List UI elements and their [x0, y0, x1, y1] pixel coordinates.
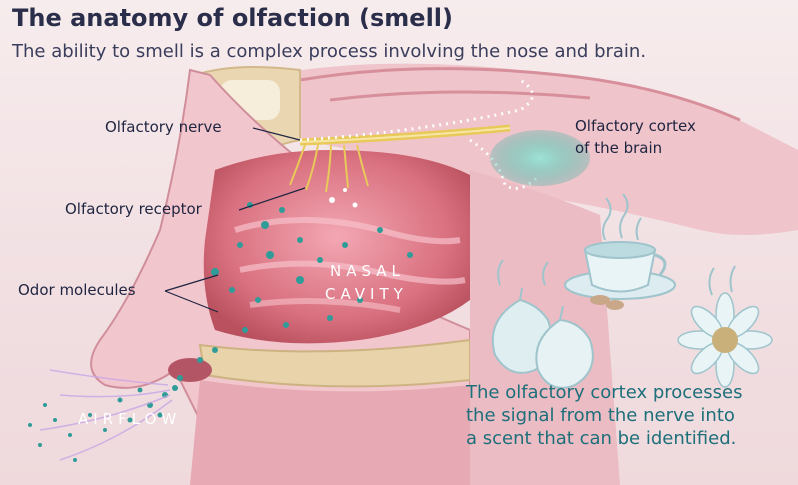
label-olfactory-receptor: Olfactory receptor	[65, 200, 202, 218]
brain-fold	[329, 90, 591, 102]
page-title: The anatomy of olfaction (smell)	[12, 4, 453, 32]
caption-line: the signal from the nerve into	[466, 405, 735, 426]
olfactory-nerve-highlight	[299, 127, 511, 143]
label-olfactory-nerve: Olfactory nerve	[105, 118, 222, 136]
label-odor-molecules: Odor molecules	[18, 281, 136, 299]
receptor-sparkles	[329, 188, 358, 208]
airflow-wisps	[39, 369, 173, 461]
page-subtitle: The ability to smell is a complex proces…	[12, 41, 647, 62]
turbinate	[239, 260, 466, 285]
turbinate	[234, 217, 461, 245]
garlic-illustration	[491, 259, 594, 389]
nerve-fibers	[289, 144, 369, 193]
label-airflow: AIRFLOW	[78, 410, 182, 428]
nasal-cavity	[203, 150, 470, 344]
caption-line: The olfactory cortex processes	[466, 382, 743, 403]
nostril	[168, 358, 212, 382]
mouth-tissue	[190, 380, 470, 485]
flower-illustration	[677, 265, 773, 388]
caption-line: a scent that can be identified.	[466, 428, 737, 449]
turbinate	[249, 298, 401, 313]
teacup-illustration	[564, 193, 676, 310]
label-olfactory-cortex-line2: of the brain	[575, 139, 663, 157]
label-nasal: NASAL	[330, 262, 405, 280]
caption-text: The olfactory cortex processes the signa…	[466, 381, 796, 450]
brain-fold	[299, 67, 741, 122]
olfactory-cortex	[490, 130, 590, 186]
label-olfactory-cortex-line1: Olfactory cortex	[575, 117, 696, 135]
label-cavity: CAVITY	[325, 285, 408, 303]
leader-lines	[164, 127, 306, 313]
